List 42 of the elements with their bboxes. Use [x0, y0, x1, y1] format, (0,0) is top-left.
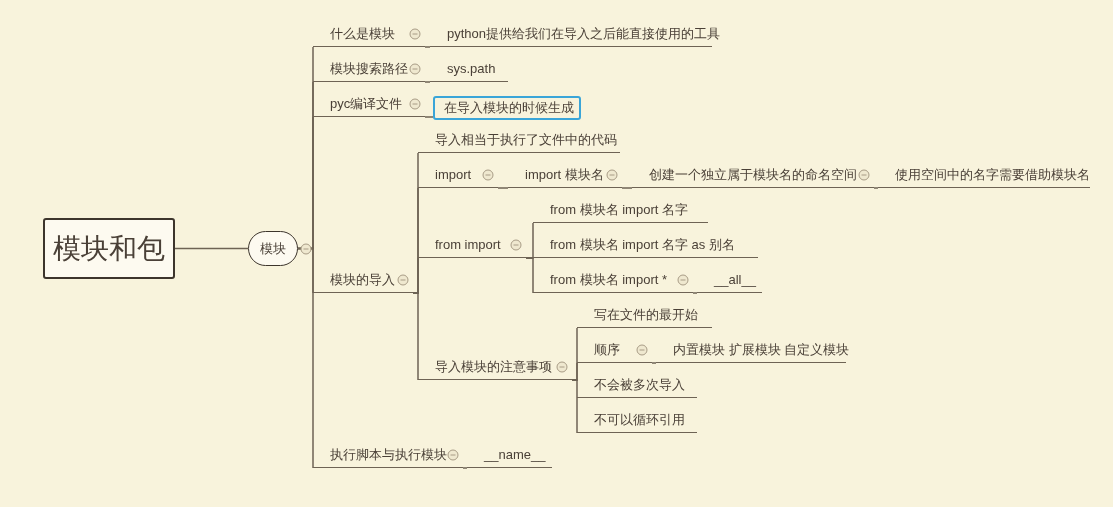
topic-text: __all__ — [714, 270, 756, 289]
branch-line — [297, 247, 314, 469]
topic-text: from 模块名 import * — [550, 270, 667, 289]
branch-line — [174, 247, 249, 250]
branch-line — [424, 46, 431, 48]
topic-text: 导入相当于执行了文件中的代码 — [435, 130, 617, 149]
branch-line — [525, 257, 534, 294]
topic-text: from 模块名 import 名字 as 别名 — [550, 235, 735, 254]
topic-text: python提供给我们在导入之后能直接使用的工具 — [447, 24, 721, 43]
branch-line — [621, 187, 633, 189]
topic-text: 模块的导入 — [330, 270, 395, 289]
topic-text: from 模块名 import 名字 — [550, 200, 688, 219]
topic-text: from import — [435, 235, 501, 254]
topic-text: 模块搜索路径 — [330, 59, 408, 78]
topic-text: pyc编译文件 — [330, 94, 403, 113]
selected-topic-box — [433, 96, 581, 120]
topic-text: 导入模块的注意事项 — [435, 357, 552, 376]
topic-text: __name__ — [484, 445, 546, 464]
central-topic-box — [43, 218, 175, 279]
topic-text: 执行脚本与执行模块 — [330, 445, 447, 464]
topic-text: 写在文件的最开始 — [594, 305, 698, 324]
branch-line — [462, 467, 468, 469]
branch-line — [424, 81, 431, 83]
topic-text: 模块 — [260, 239, 286, 258]
topic-text: import 模块名 — [525, 165, 604, 184]
topic-text: 使用空间中的名字需要借助模块名 — [895, 165, 1090, 184]
branch-line — [873, 187, 879, 189]
topic-text: 什么是模块 — [330, 24, 395, 43]
topic-text: sys.path — [447, 59, 496, 78]
topic-text: 内置模块 扩展模块 自定义模块 — [673, 340, 850, 359]
topic-text: 不会被多次导入 — [594, 375, 685, 394]
topic-text: 不可以循环引用 — [594, 410, 685, 429]
branch-line — [692, 292, 698, 294]
topic-text: 顺序 — [594, 340, 620, 359]
branch-line — [651, 362, 657, 364]
topic-text: 模块和包 — [53, 231, 165, 266]
topic-text: 在导入模块的时候生成 — [444, 99, 574, 118]
branch-line — [424, 116, 434, 118]
branch-line — [497, 187, 509, 189]
topic-text: 创建一个独立属于模块名的命名空间 — [649, 165, 857, 184]
topic-text: import — [435, 165, 472, 184]
main-topic-bubble — [248, 231, 298, 266]
